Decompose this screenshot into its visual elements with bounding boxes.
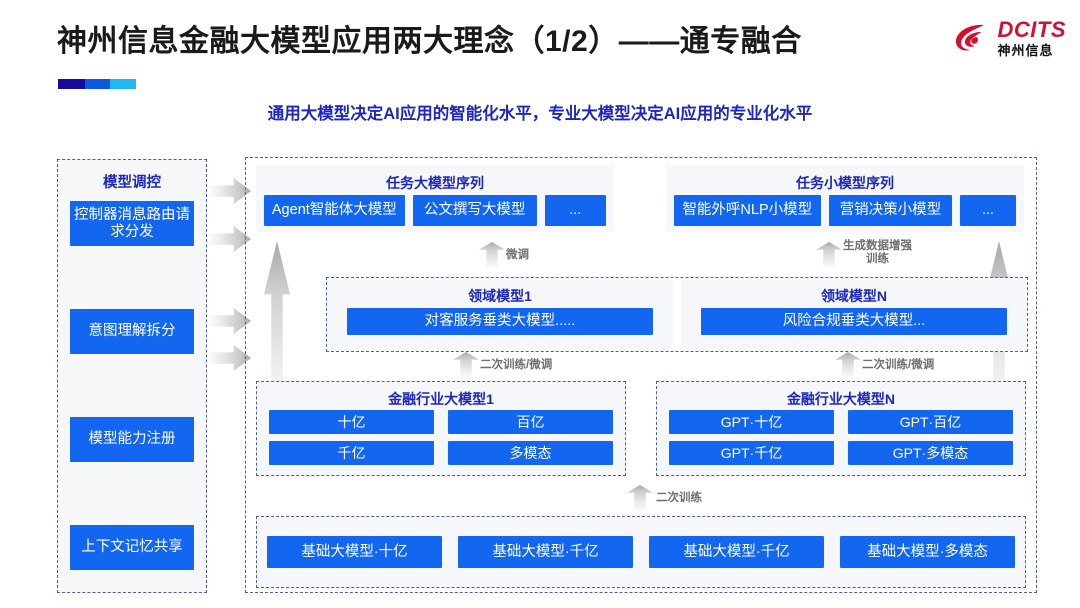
caption-data-augmentation-line1: 生成数据增强	[843, 240, 912, 252]
model-chip-more-small[interactable]: ...	[960, 195, 1016, 226]
right-arrow-icon-1	[208, 178, 251, 204]
model-chip-more-large[interactable]: ...	[544, 195, 606, 226]
task-small-model-sequence-title: 任务小模型序列	[796, 175, 894, 191]
task-large-model-sequence: 任务大模型序列 Agent智能体大模型 公文撰写大模型 ...	[256, 165, 614, 232]
domain-model-n-title: 领域模型N	[820, 288, 888, 304]
base-model-list: 基础大模型·十亿 基础大模型·千亿 基础大模型·千亿 基础大模型·多模态	[267, 536, 1015, 568]
domain-model-1-chip[interactable]: 对客服务垂类大模型.....	[347, 308, 653, 335]
caption-fine-tune: 微调	[506, 249, 529, 261]
up-arrow-icon-fine-tune	[479, 242, 505, 268]
task-large-model-sequence-title: 任务大模型序列	[386, 175, 484, 191]
caption-retrain-base: 二次训练	[656, 492, 702, 504]
industry-model-n-items: GPT·十亿 GPT·百亿 GPT·千亿 GPT·多模态	[669, 410, 1013, 465]
rail-item-intent-understanding[interactable]: 意图理解拆分	[70, 309, 194, 354]
right-arrow-icon-4	[208, 345, 251, 371]
model-chip-outbound-nlp[interactable]: 智能外呼NLP小模型	[674, 195, 821, 226]
page-title: 神州信息金融大模型应用两大理念（1/2）——通专融合	[57, 25, 802, 58]
base-model-group: 基础大模型·十亿 基础大模型·千亿 基础大模型·千亿 基础大模型·多模态	[256, 516, 1026, 588]
industry-1-chip-100e[interactable]: 百亿	[448, 410, 613, 434]
underline-segment-navy	[58, 79, 85, 89]
caption-data-augmentation: 生成数据增强 训练	[843, 240, 912, 266]
industry-n-chip-gpt-multimodal[interactable]: GPT·多模态	[848, 441, 1013, 465]
up-arrow-icon-retrain-right	[835, 352, 861, 378]
page-subtitle: 通用大模型决定AI应用的智能化水平，专业大模型决定AI应用的专业化水平	[267, 105, 813, 123]
domain-model-group: 领域模型1 对客服务垂类大模型..... 领域模型N 风险合规垂类大模型...	[326, 277, 1028, 352]
caption-retrain-right: 二次训练/微调	[862, 359, 935, 371]
architecture-frame: 任务大模型序列 Agent智能体大模型 公文撰写大模型 ... 任务小模型序列 …	[245, 157, 1037, 593]
rail-title: 模型调控	[103, 175, 161, 191]
task-small-model-list: 智能外呼NLP小模型 营销决策小模型 ...	[674, 195, 1016, 226]
company-logo: DCITS 神州信息	[951, 18, 1067, 58]
caption-retrain-left: 二次训练/微调	[480, 359, 553, 371]
base-chip-multimodal[interactable]: 基础大模型·多模态	[840, 536, 1015, 568]
logo-wordmark: DCITS 神州信息	[997, 17, 1067, 58]
rail-item-capability-registration[interactable]: 模型能力注册	[70, 417, 194, 462]
industry-model-1-title: 金融行业大模型1	[388, 391, 494, 407]
model-chip-agent[interactable]: Agent智能体大模型	[264, 195, 405, 226]
dcits-swirl-icon	[951, 18, 991, 58]
industry-n-chip-gpt-1000e[interactable]: GPT·千亿	[669, 441, 834, 465]
up-arrow-icon-data-aug	[816, 242, 842, 268]
domain-model-1: 领域模型1 对客服务垂类大模型.....	[327, 278, 673, 351]
domain-model-n-chip[interactable]: 风险合规垂类大模型...	[701, 308, 1007, 335]
right-arrow-icon-2	[208, 226, 251, 252]
model-chip-document-writing[interactable]: 公文撰写大模型	[412, 195, 537, 226]
industry-model-group: 金融行业大模型1 十亿 百亿 千亿 多模态 金融行业大模型N GPT·十亿 GP…	[256, 381, 1026, 476]
industry-model-1-items: 十亿 百亿 千亿 多模态	[269, 410, 613, 465]
domain-model-1-title: 领域模型1	[468, 288, 532, 304]
task-small-model-sequence: 任务小模型序列 智能外呼NLP小模型 营销决策小模型 ...	[666, 165, 1024, 232]
industry-1-chip-1000e[interactable]: 千亿	[269, 441, 434, 465]
up-arrow-icon-retrain-base	[627, 485, 653, 511]
industry-n-chip-gpt-10e[interactable]: GPT·十亿	[669, 410, 834, 434]
industry-1-chip-multimodal[interactable]: 多模态	[448, 441, 613, 465]
model-control-rail: 模型调控 控制器消息路由请求分发 意图理解拆分 模型能力注册 上下文记忆共享	[57, 159, 207, 593]
title-underline-decoration	[58, 79, 136, 89]
domain-model-n: 领域模型N 风险合规垂类大模型...	[681, 278, 1027, 351]
base-chip-1000e-a[interactable]: 基础大模型·千亿	[458, 536, 633, 568]
rail-item-context-memory-sharing[interactable]: 上下文记忆共享	[70, 525, 194, 570]
rail-item-controller-routing[interactable]: 控制器消息路由请求分发	[70, 201, 194, 246]
right-arrow-icon-3	[208, 308, 251, 334]
industry-model-n-title: 金融行业大模型N	[786, 391, 896, 407]
underline-segment-blue	[84, 79, 111, 89]
industry-1-chip-10e[interactable]: 十亿	[269, 410, 434, 434]
up-arrow-icon-retrain-left	[453, 352, 479, 378]
industry-model-1: 金融行业大模型1 十亿 百亿 千亿 多模态	[256, 381, 626, 476]
industry-n-chip-gpt-100e[interactable]: GPT·百亿	[848, 410, 1013, 434]
task-large-model-list: Agent智能体大模型 公文撰写大模型 ...	[264, 195, 606, 226]
base-chip-10e[interactable]: 基础大模型·十亿	[267, 536, 442, 568]
logo-cn-text: 神州信息	[997, 43, 1054, 58]
model-chip-marketing-decision[interactable]: 营销决策小模型	[828, 195, 953, 226]
base-chip-1000e-b[interactable]: 基础大模型·千亿	[649, 536, 824, 568]
underline-segment-cyan	[110, 79, 136, 89]
industry-model-n: 金融行业大模型N GPT·十亿 GPT·百亿 GPT·千亿 GPT·多模态	[656, 381, 1026, 476]
logo-en-text: DCITS	[997, 17, 1066, 42]
caption-data-augmentation-line2: 训练	[866, 253, 889, 266]
